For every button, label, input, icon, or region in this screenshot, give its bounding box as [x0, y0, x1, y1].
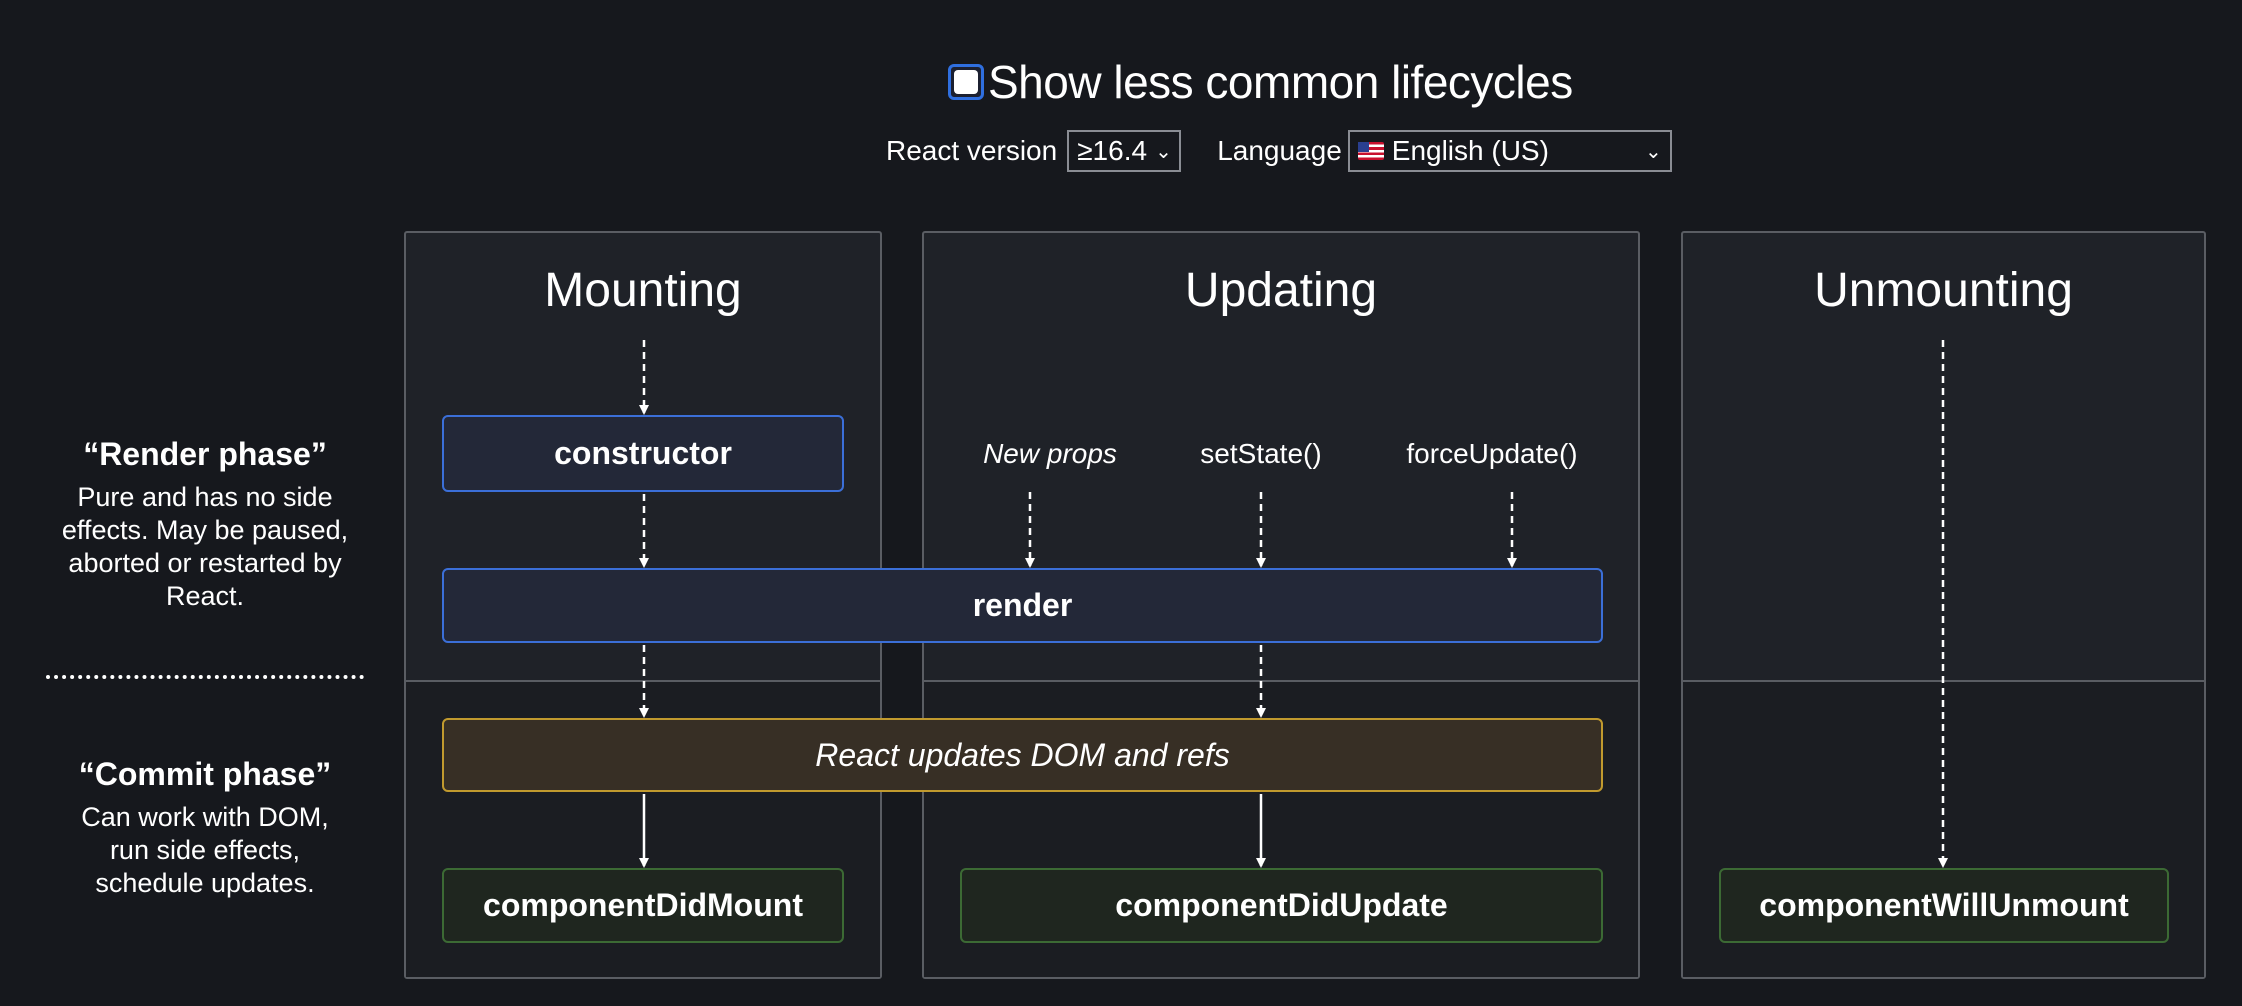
component-will-unmount-box[interactable]: componentWillUnmount — [1719, 868, 2169, 943]
show-less-common-toggle[interactable]: Show less common lifecycles — [948, 52, 1573, 112]
updating-title: Updating — [1184, 264, 1378, 317]
toggle-label[interactable]: Show less common lifecycles — [988, 56, 1573, 108]
render-phase-legend: “Render phase” Pure and has no side effe… — [40, 436, 370, 613]
react-version-value: ≥16.4 — [1077, 135, 1148, 166]
unmounting-column: Unmounting — [1681, 231, 2206, 979]
unmounting-title: Unmounting — [1814, 264, 2073, 317]
language-select[interactable]: English (US) ⌄ — [1347, 130, 1672, 172]
trigger-new-props: New props — [983, 438, 1117, 469]
us-flag-icon — [1357, 142, 1384, 160]
constructor-box[interactable]: constructor — [442, 415, 844, 492]
language-value: English (US) — [1391, 135, 1549, 166]
render-phase-title: “Render phase” — [83, 436, 327, 472]
react-version-label: React version — [886, 135, 1058, 166]
react-updates-dom-box[interactable]: React updates DOM and refs — [442, 718, 1603, 792]
render-box[interactable]: render — [442, 568, 1603, 643]
mounting-title: Mounting — [544, 264, 742, 317]
react-version-select[interactable]: ≥16.4 ⌄ — [1067, 130, 1182, 172]
chevron-down-icon: ⌄ — [1645, 140, 1662, 163]
checkbox-fill — [954, 70, 978, 94]
language-label: Language — [1217, 135, 1342, 166]
trigger-set-state: setState() — [1200, 438, 1322, 469]
chevron-down-icon: ⌄ — [1155, 140, 1172, 163]
component-did-mount-box[interactable]: componentDidMount — [442, 868, 844, 943]
commit-phase-description: Can work with DOM, run side effects, sch… — [81, 802, 329, 898]
component-did-update-box[interactable]: componentDidUpdate — [960, 868, 1603, 943]
phase-divider — [46, 675, 364, 679]
commit-phase-title: “Commit phase” — [78, 756, 332, 792]
options-row: React version ≥16.4 ⌄ Language English (… — [886, 130, 1672, 172]
render-phase-description: Pure and has no side effects. May be pau… — [61, 482, 349, 611]
trigger-force-update: forceUpdate() — [1406, 438, 1578, 469]
show-less-common-checkbox[interactable] — [948, 64, 984, 100]
commit-phase-legend: “Commit phase” Can work with DOM, run si… — [40, 756, 370, 900]
